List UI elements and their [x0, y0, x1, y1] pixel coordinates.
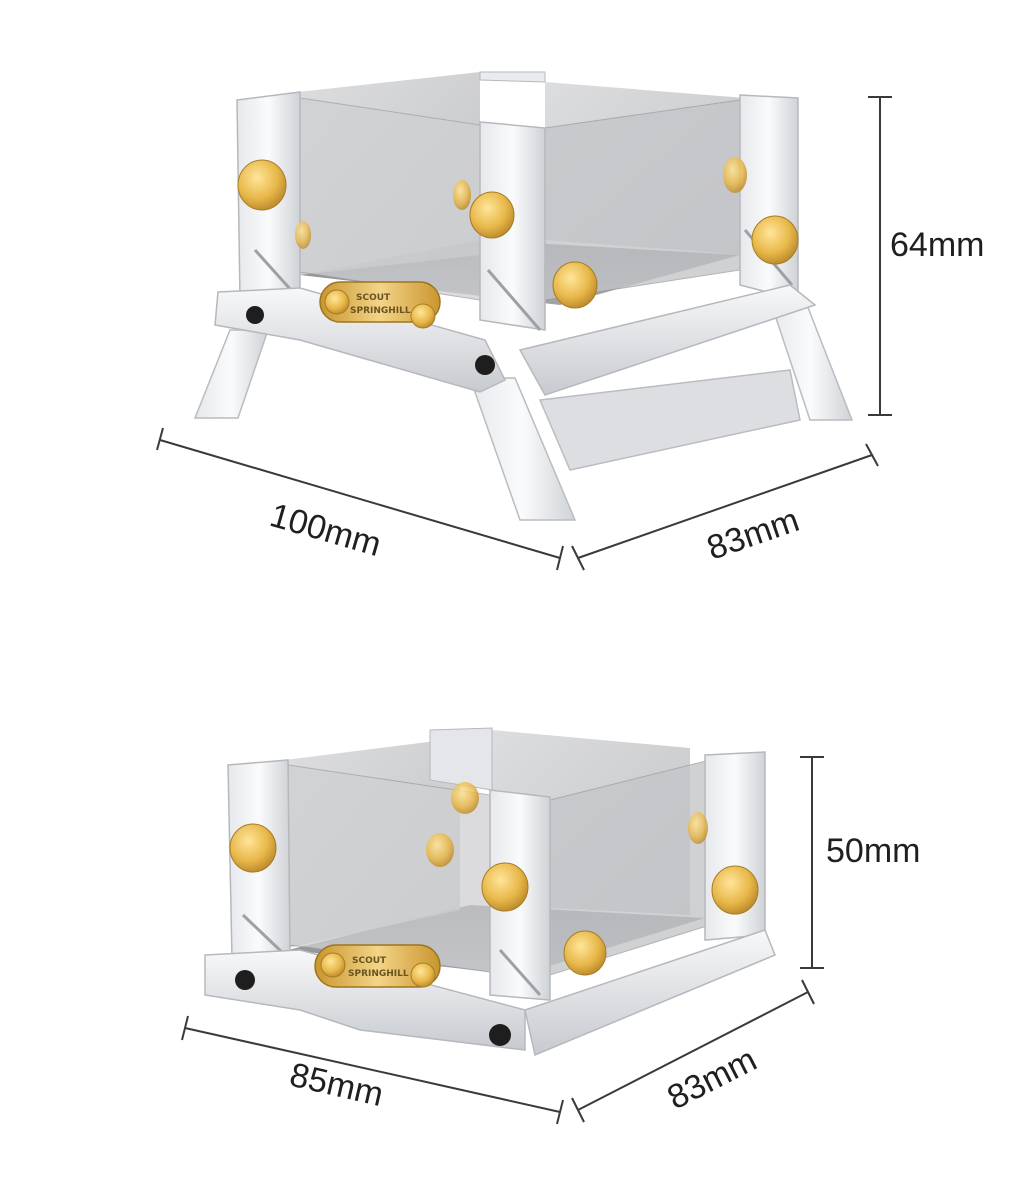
bottom-height-label: 50mm — [826, 832, 920, 870]
logo-line1: SCOUT — [356, 293, 391, 303]
brass-knobs — [229, 782, 759, 976]
brass-knob-icon — [229, 823, 277, 873]
pivot-bolt-icon — [489, 1024, 511, 1046]
top-depth-label: 83mm — [702, 501, 804, 568]
brass-knobs — [237, 157, 799, 309]
brass-knob-icon — [295, 221, 311, 249]
logo-line2: SPRINGHILL — [348, 969, 409, 979]
stove-folded: SCOUT SPRINGHILL — [204, 727, 776, 1057]
logo-plate: SCOUT SPRINGHILL — [319, 281, 441, 329]
brass-knob-icon — [453, 180, 471, 210]
pivot-bolt-icon — [475, 355, 495, 375]
top-height-label: 64mm — [890, 226, 984, 264]
brass-knob-icon — [751, 215, 799, 265]
stove-unfolded: SCOUT SPRINGHILL — [193, 71, 854, 521]
brass-knob-icon — [469, 191, 515, 239]
brass-knob-icon — [688, 812, 708, 844]
bottom-width-label: 85mm — [286, 1056, 387, 1114]
logo-line1: SCOUT — [352, 956, 387, 966]
pivot-bolt-icon — [235, 970, 255, 990]
brass-knob-icon — [426, 833, 454, 867]
brass-knob-icon — [711, 865, 759, 915]
brass-knob-icon — [552, 261, 598, 309]
brass-knob-icon — [723, 157, 747, 193]
top-width-label: 100mm — [266, 496, 385, 564]
bottom-depth-label: 83mm — [661, 1040, 762, 1117]
brass-knob-icon — [237, 159, 287, 211]
pivot-bolt-icon — [246, 306, 264, 324]
logo-line2: SPRINGHILL — [350, 306, 411, 316]
glass-front-left — [299, 97, 481, 301]
logo-plate: SCOUT SPRINGHILL — [314, 944, 441, 988]
brass-knob-icon — [481, 862, 529, 912]
brass-knob-icon — [563, 930, 607, 976]
brass-knob-icon — [451, 782, 479, 814]
